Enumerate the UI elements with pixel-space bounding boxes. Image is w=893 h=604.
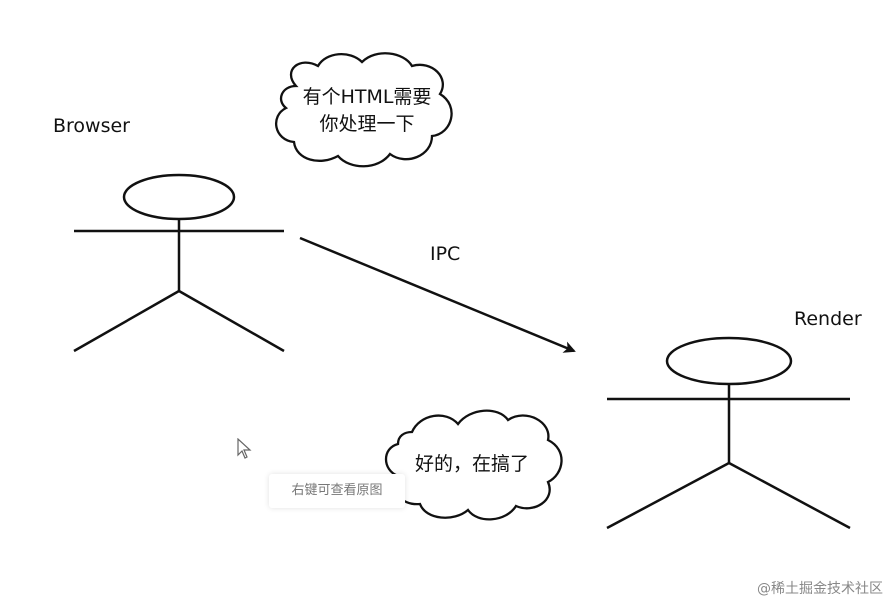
reply-cloud-bubble (384, 409, 563, 521)
request-cloud-bubble (275, 52, 453, 168)
render-right-leg (728, 461, 851, 530)
render-head (665, 336, 793, 386)
browser-left-leg (73, 289, 180, 353)
watermark: @稀土掘金技术社区 (757, 581, 883, 597)
request-line-2: 你处理一下 (319, 113, 415, 135)
reply-bubble-text: 好的，在搞了 (414, 453, 529, 475)
browser-stick-figure (73, 173, 285, 353)
browser-right-leg (178, 289, 285, 353)
ipc-arrow (299, 236, 576, 353)
render-stick-figure (606, 336, 851, 530)
mouse-pointer-icon (237, 438, 252, 459)
browser-label: Browser (53, 115, 130, 137)
render-label: Render (794, 308, 862, 330)
request-line-1: 有个HTML需要 (302, 86, 432, 108)
browser-head (122, 173, 236, 221)
render-left-leg (606, 461, 730, 530)
view-original-tooltip: 右键可查看原图 (269, 474, 405, 508)
request-bubble-text: 有个HTML需要 你处理一下 (290, 84, 444, 138)
ipc-label: IPC (430, 243, 461, 265)
